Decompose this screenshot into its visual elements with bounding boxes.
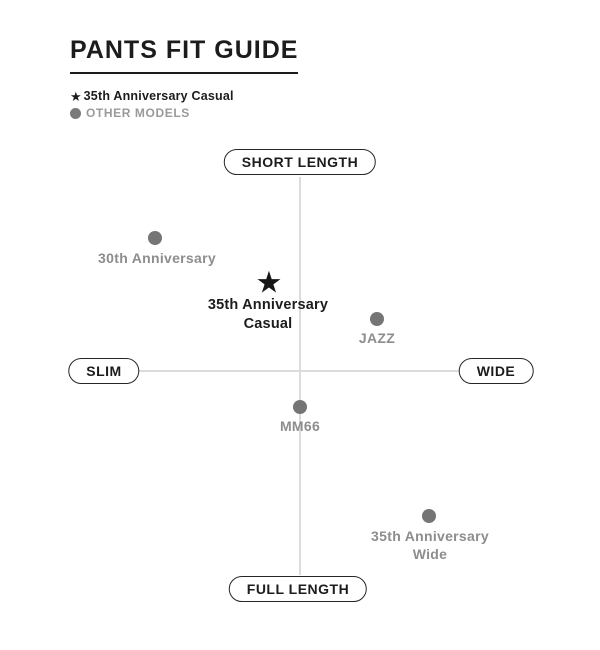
point-label-mm66: MM66 xyxy=(279,417,321,434)
legend-featured-label: 35th Anniversary Casual xyxy=(83,89,234,103)
dot-icon xyxy=(70,107,81,119)
point-label-35th-anniversary-casual: 35th Anniversary Casual xyxy=(207,297,329,332)
axis-pill-short-length: SHORT LENGTH xyxy=(223,149,377,175)
point-label-jazz: JAZZ xyxy=(358,329,396,346)
legend-others: OTHER MODELS xyxy=(70,105,234,121)
axis-pill-wide: WIDE xyxy=(458,358,534,384)
legend: ★ 35th Anniversary Casual OTHER MODELS xyxy=(70,88,234,122)
vertical-axis-line xyxy=(299,177,301,575)
axis-pill-full-length: FULL LENGTH xyxy=(228,576,368,602)
dot-marker-jazz xyxy=(370,312,384,326)
horizontal-axis-line xyxy=(139,370,461,372)
dot-marker-35th-anniversary-wide xyxy=(422,509,436,523)
dot-marker-30th-anniversary xyxy=(148,231,162,245)
star-marker-35th-anniversary-casual: ★ xyxy=(255,266,283,300)
point-label-30th-anniversary: 30th Anniversary xyxy=(98,249,216,266)
point-label-35th-anniversary-wide: 35th Anniversary Wide xyxy=(371,527,489,562)
page-title: PANTS FIT GUIDE xyxy=(70,36,299,74)
dot-marker-mm66 xyxy=(293,400,307,414)
star-icon: ★ xyxy=(70,88,82,104)
legend-featured: ★ 35th Anniversary Casual xyxy=(70,88,234,104)
axis-pill-slim: SLIM xyxy=(68,358,140,384)
legend-others-label: OTHER MODELS xyxy=(86,106,190,120)
